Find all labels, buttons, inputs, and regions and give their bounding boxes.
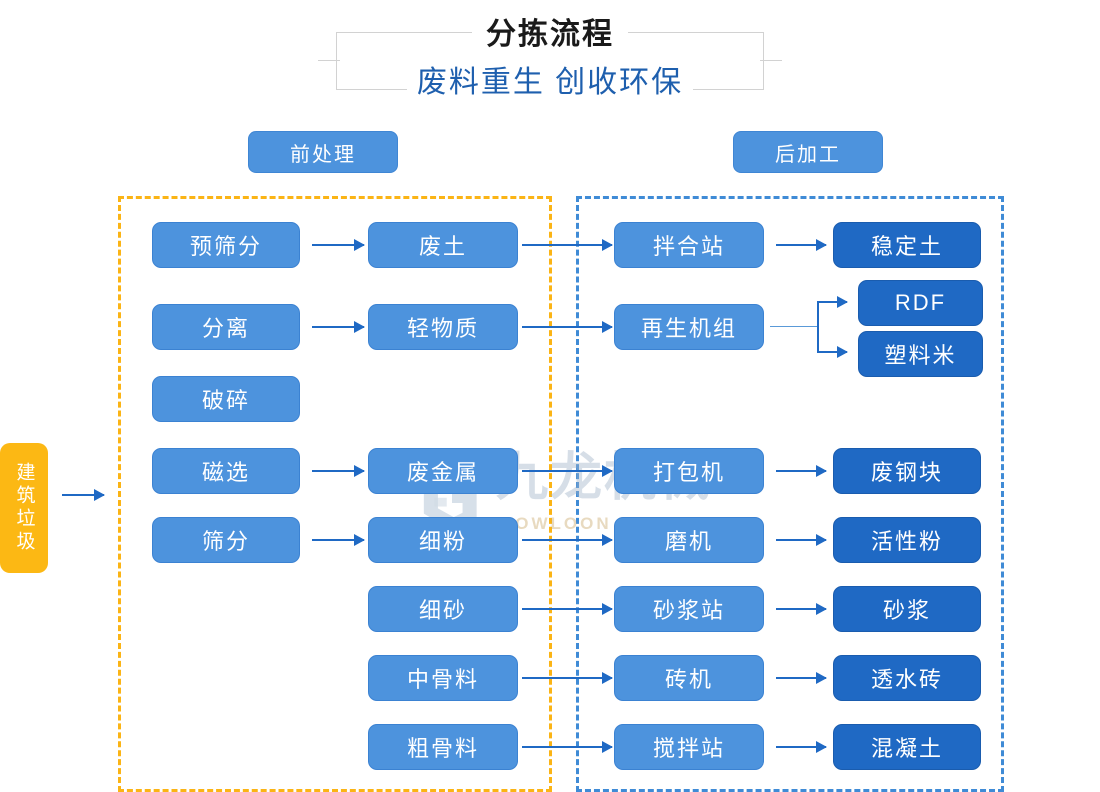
arrow-magnetic-to-scrap-metal [312,465,365,477]
input-source-label: 建筑垃圾 [13,462,35,554]
node-c3-brick-machine[interactable]: 砖机 [614,655,764,701]
node-c3-mill[interactable]: 磨机 [614,517,764,563]
arrow-scrap-metal-to-baler [522,465,613,477]
title-rule-left [318,60,340,61]
node-c2-light-material[interactable]: 轻物质 [368,304,518,350]
arrow-fine-sand-to-mortar-station [522,603,613,615]
node-c1-separation[interactable]: 分离 [152,304,300,350]
page-subtitle-text: 废料重生 创收环保 [406,66,694,99]
node-c2-fine-powder[interactable]: 细粉 [368,517,518,563]
node-c2-medium-aggregate[interactable]: 中骨料 [368,655,518,701]
node-c3-mortar-station[interactable]: 砂浆站 [614,586,764,632]
arrow-mixing-station-to-stabilized-soil [776,239,827,251]
node-c2-scrap-metal[interactable]: 废金属 [368,448,518,494]
page-title: 分拣流程 [0,15,1100,55]
node-c1-crushing[interactable]: 破碎 [152,376,300,422]
arrow-prescreen-to-waste-soil [312,239,365,251]
fork-spine-recycling-unit [817,302,819,352]
node-c4-permeable-brick[interactable]: 透水砖 [833,655,981,701]
node-c3-mixing-plant[interactable]: 搅拌站 [614,724,764,770]
page-title-text: 分拣流程 [472,18,628,51]
node-c1-screening[interactable]: 筛分 [152,517,300,563]
node-c1-pre-screening[interactable]: 预筛分 [152,222,300,268]
arrow-recycling-unit-to-plastic-pellet [817,346,848,358]
fork-stem-recycling-unit [770,326,818,327]
node-c4-rdf[interactable]: RDF [858,280,983,326]
node-c3-mixing-station[interactable]: 拌合站 [614,222,764,268]
node-c4-active-powder[interactable]: 活性粉 [833,517,981,563]
arrow-waste-soil-to-mixing-station [522,239,613,251]
arrow-source-to-prescreen [62,489,105,501]
input-source-construction-waste[interactable]: 建筑垃圾 [0,443,48,573]
node-c2-coarse-aggregate[interactable]: 粗骨料 [368,724,518,770]
section-header-post-processing[interactable]: 后加工 [733,131,883,173]
node-c4-mortar[interactable]: 砂浆 [833,586,981,632]
arrow-separation-to-light-material [312,321,365,333]
node-c4-scrap-steel-block[interactable]: 废钢块 [833,448,981,494]
arrow-medium-aggregate-to-brick-machine [522,672,613,684]
title-rule-right [760,60,782,61]
node-c4-concrete[interactable]: 混凝土 [833,724,981,770]
node-c3-recycling-unit[interactable]: 再生机组 [614,304,764,350]
node-c1-magnetic-separation[interactable]: 磁选 [152,448,300,494]
node-c3-baler[interactable]: 打包机 [614,448,764,494]
node-c2-waste-soil[interactable]: 废土 [368,222,518,268]
arrow-baler-to-scrap-steel-block [776,465,827,477]
arrow-light-material-to-recycling-unit [522,321,613,333]
node-c4-plastic-pellet[interactable]: 塑料米 [858,331,983,377]
arrow-mill-to-active-powder [776,534,827,546]
node-c2-fine-sand[interactable]: 细砂 [368,586,518,632]
arrow-mortar-station-to-mortar [776,603,827,615]
panel-pre-processing [118,196,552,792]
title-block: 分拣流程 废料重生 创收环保 [0,0,1100,120]
section-header-pre-processing[interactable]: 前处理 [248,131,398,173]
page-subtitle: 废料重生 创收环保 [0,62,1100,104]
arrow-recycling-unit-to-rdf [817,296,848,308]
arrow-mixing-plant-to-concrete [776,741,827,753]
arrow-brick-machine-to-permeable-brick [776,672,827,684]
arrow-screening-to-fine-powder [312,534,365,546]
node-c4-stabilized-soil[interactable]: 稳定土 [833,222,981,268]
arrow-coarse-aggregate-to-mixing-plant [522,741,613,753]
arrow-fine-powder-to-mill [522,534,613,546]
